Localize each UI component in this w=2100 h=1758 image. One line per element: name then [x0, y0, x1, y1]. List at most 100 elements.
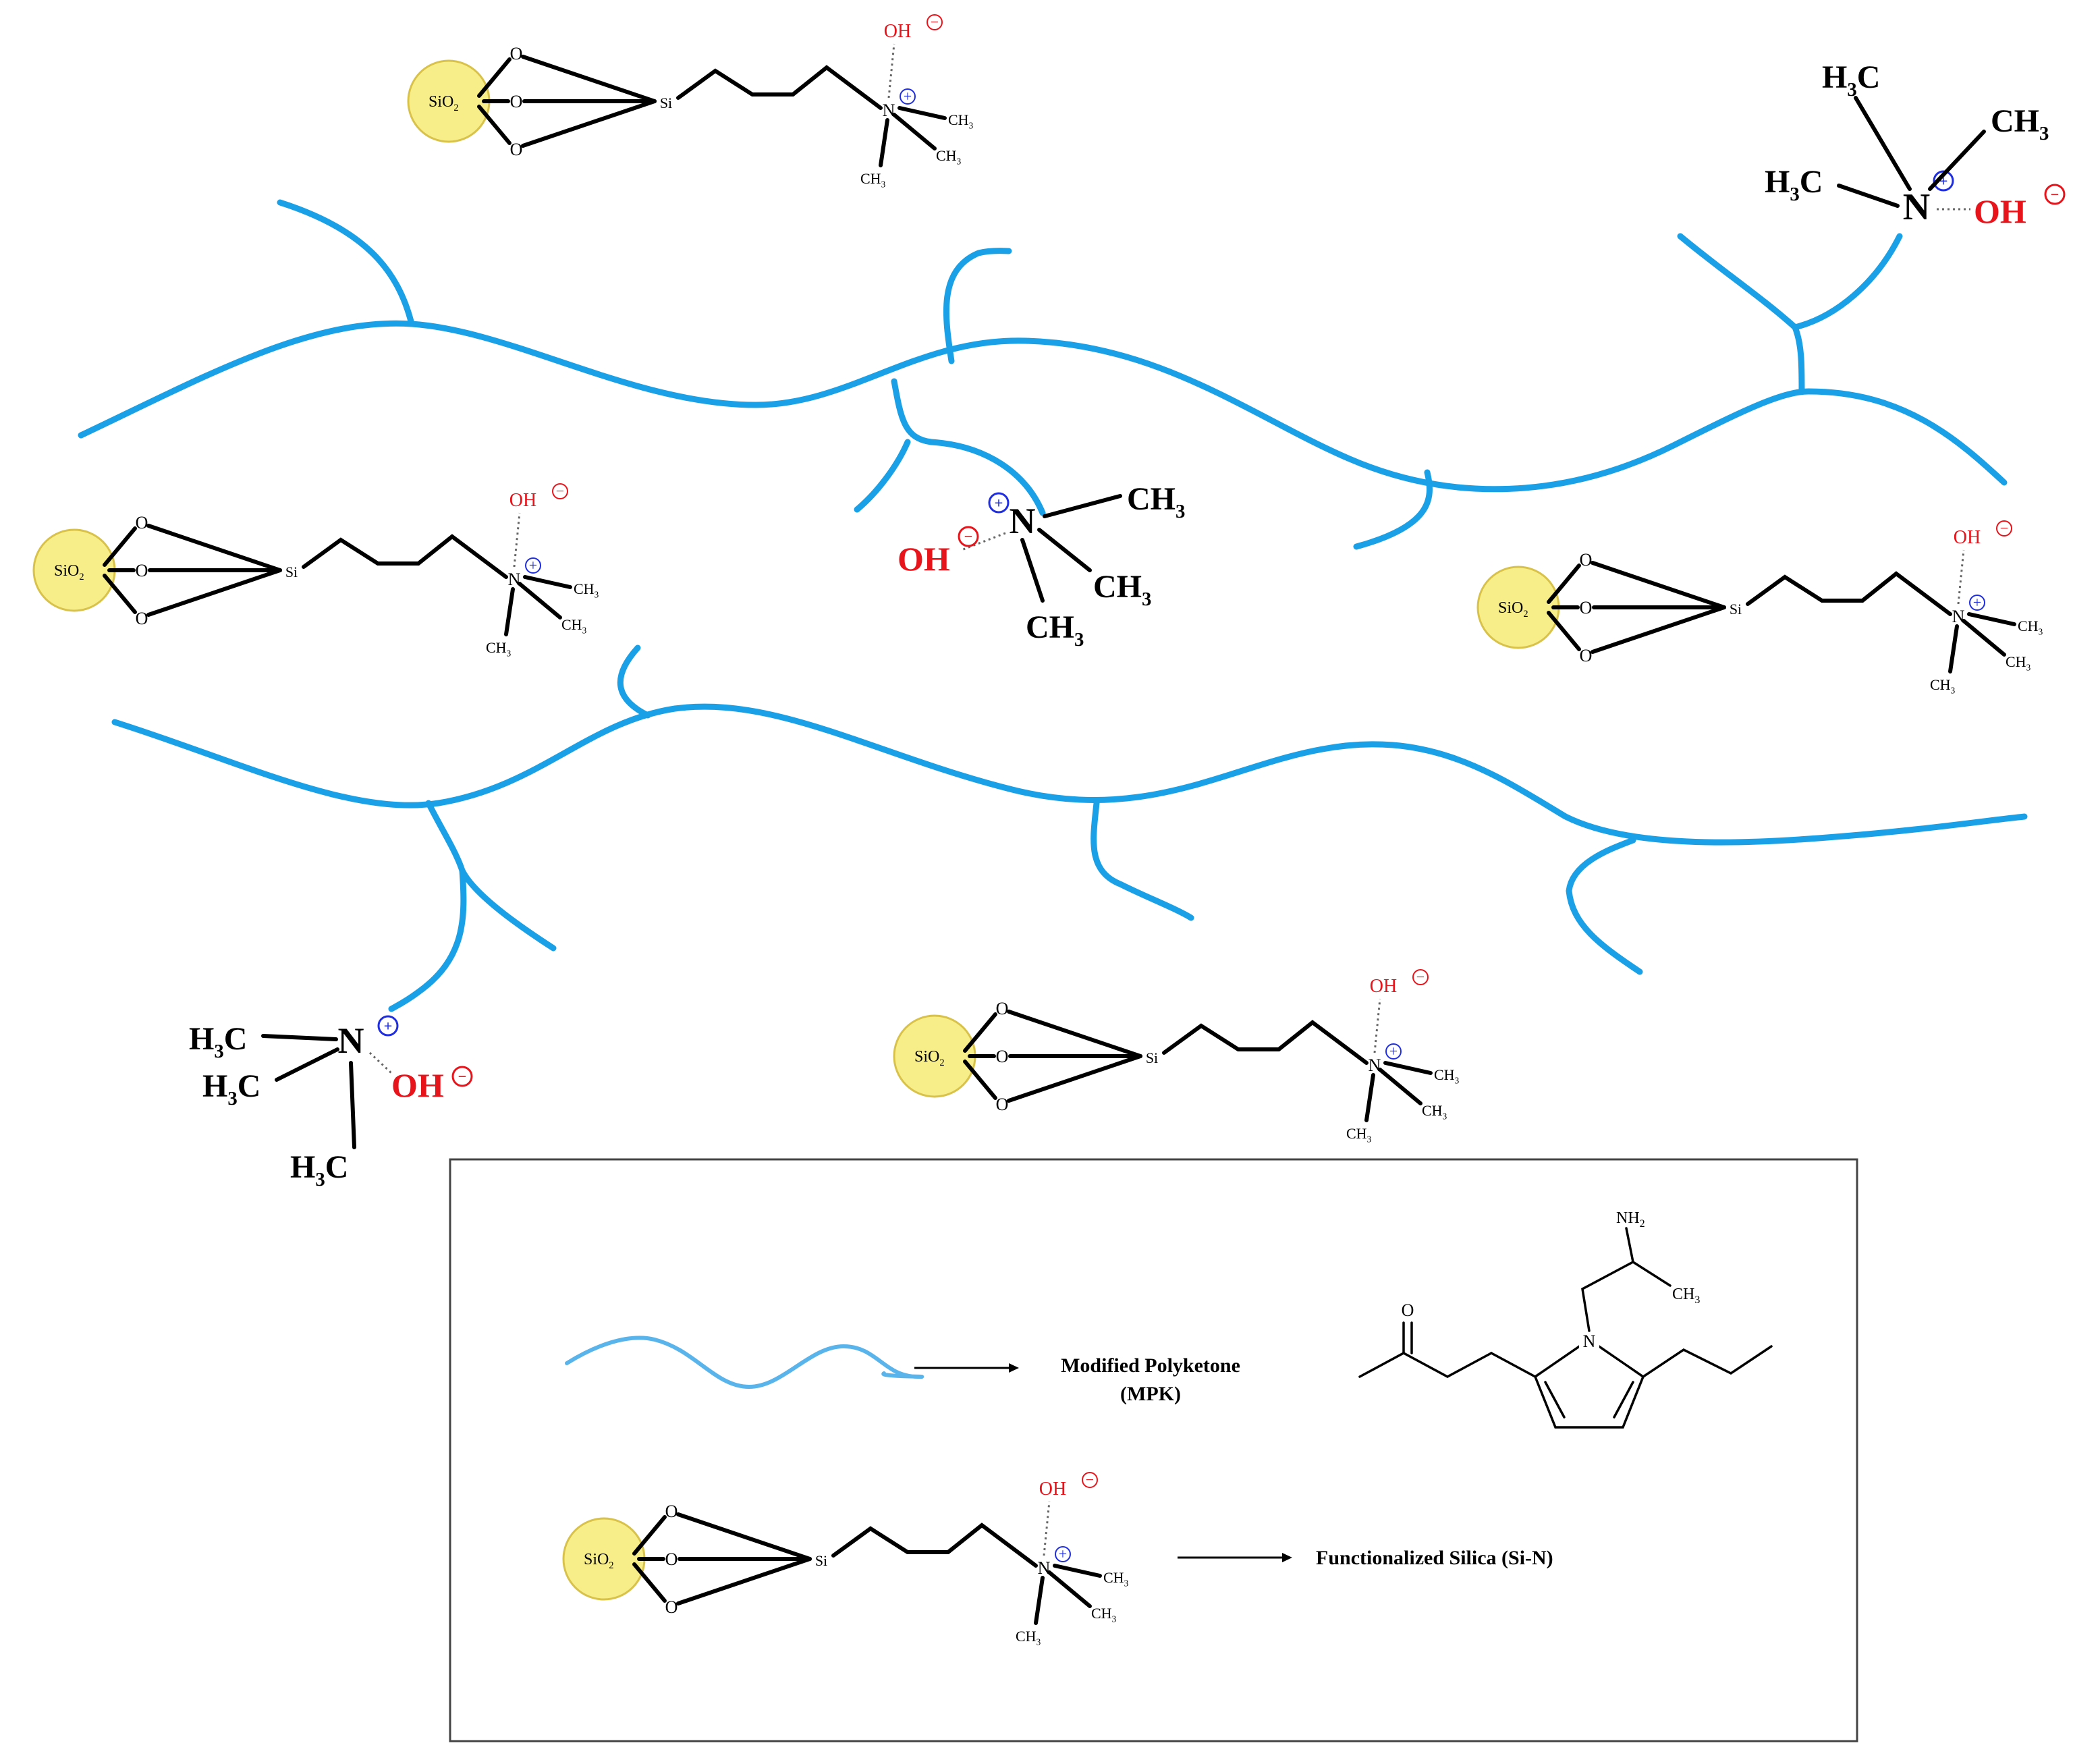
silicon-atom: Si [285, 564, 298, 580]
positive-charge: + [1973, 594, 1981, 611]
polymer-branch [617, 644, 651, 719]
negative-charge [451, 1066, 473, 1087]
polymer-branch [891, 378, 1046, 516]
legend-frame [449, 1158, 1858, 1742]
methyl-group: CH3 [1026, 609, 1084, 651]
methyl-group: CH3 [1434, 1066, 1460, 1086]
methyl-group: CH3 [936, 147, 962, 167]
negative-charge-symbol: − [2051, 186, 2060, 203]
hydroxide: OH [1974, 192, 2026, 230]
nitrogen-atom: N [1010, 501, 1036, 541]
hydroxide: OH [897, 540, 950, 578]
mpk-pyrrole-n: N [1583, 1331, 1596, 1351]
polymer-branch [1353, 469, 1433, 550]
hydroxide: OH [884, 21, 911, 42]
silicon-atom: Si [815, 1552, 827, 1569]
negative-charge-symbol: − [458, 1068, 467, 1085]
positive-charge [377, 1015, 399, 1037]
mpk-carbonyl-o: O [1402, 1300, 1414, 1320]
silicon-atom: Si [1730, 601, 1742, 617]
positive-charge: + [1389, 1043, 1398, 1060]
legend-arrow-sin-head [1282, 1553, 1292, 1562]
nitrogen-atom: N [338, 1020, 364, 1061]
methyl-group: CH3 [574, 580, 599, 600]
oxygen-atom: O [1580, 550, 1593, 570]
oxygen-atom: O [510, 44, 523, 63]
negative-charge-symbol: − [964, 528, 973, 545]
methyl-group: CH3 [2006, 653, 2031, 673]
nitrogen-atom: N [1952, 607, 1965, 626]
oxygen-atom: O [510, 140, 523, 159]
silica-label: SiO2 [54, 562, 84, 582]
polymer-branch [1090, 800, 1194, 921]
polymer-chain-lower [111, 703, 2028, 846]
methyl-group: H3C [1822, 59, 1880, 101]
polymer-branch [277, 199, 415, 327]
oxygen-atom: O [136, 561, 148, 580]
methyl-group: CH3 [486, 639, 512, 659]
methyl-group: CH3 [1016, 1628, 1041, 1647]
oxygen-atom: O [136, 513, 148, 532]
methyl-group: CH3 [948, 111, 974, 131]
silica-label: SiO2 [914, 1048, 945, 1068]
methyl-group: CH3 [860, 170, 886, 190]
polymer-network [78, 199, 2028, 1012]
legend-box: Modified Polyketone (MPK) O N NH2 CH3 Fu… [449, 1158, 1858, 1742]
methyl-group: H3C [1765, 164, 1823, 205]
polymer-branch [943, 248, 1012, 364]
legend-mpk-abbrev: (MPK) [1120, 1383, 1181, 1405]
methyl-group: CH3 [1103, 1569, 1129, 1589]
methyl-group: CH3 [2018, 617, 2043, 637]
polymer-branch [854, 439, 911, 513]
positive-charge [1933, 170, 1954, 192]
positive-charge: + [1059, 1545, 1067, 1562]
legend-arrow-mpk-head [1009, 1363, 1019, 1373]
silica-label: SiO2 [584, 1551, 614, 1571]
positive-charge [988, 492, 1010, 514]
oxygen-atom: O [1580, 598, 1593, 617]
nitrogen-atom: N [1038, 1558, 1051, 1578]
negative-charge: − [556, 483, 564, 499]
methyl-group: CH3 [1127, 481, 1185, 522]
positive-charge-symbol: + [995, 495, 1003, 512]
oxygen-atom: O [665, 1549, 678, 1569]
methyl-group: CH3 [1091, 1605, 1117, 1624]
oxygen-atom: O [510, 92, 523, 111]
methyl-group: H3C [189, 1021, 247, 1062]
negative-charge [2044, 184, 2066, 205]
nitrogen-atom: N [883, 101, 895, 120]
polymer-branch [425, 800, 557, 952]
nitrogen-atom: N [1369, 1055, 1381, 1075]
positive-charge-symbol: + [384, 1018, 393, 1035]
mpk-ch3: CH3 [1672, 1286, 1700, 1306]
positive-charge: + [529, 557, 537, 574]
nitrogen-atom: N [1903, 186, 1930, 228]
legend-mpk-label: Modified Polyketone [1061, 1354, 1240, 1377]
silica-label: SiO2 [1498, 599, 1528, 620]
methyl-group: CH3 [1093, 569, 1151, 610]
negative-charge: − [2000, 520, 2008, 537]
methyl-group: CH3 [1346, 1125, 1372, 1145]
positive-charge: + [904, 88, 912, 105]
hydroxide: OH [1954, 527, 1981, 548]
polymer-branch [388, 867, 467, 1012]
negative-charge: − [1086, 1471, 1094, 1488]
mpk-nh2: NH2 [1616, 1209, 1645, 1230]
methyl-group: CH3 [1930, 676, 1956, 696]
polymer-branch [1792, 233, 1903, 331]
methyl-group: H3C [290, 1149, 348, 1190]
tma-groups: H3CCH3H3CN+OH−N+CH3CH3CH3OH−H3CH3CH3CN+O… [189, 59, 2066, 1190]
hydroxide: OH [391, 1066, 444, 1104]
oxygen-atom: O [136, 609, 148, 628]
negative-charge: − [931, 13, 939, 30]
mpk-structure: O N NH2 CH3 [1358, 1209, 1773, 1429]
hydroxide: OH [1039, 1479, 1066, 1500]
